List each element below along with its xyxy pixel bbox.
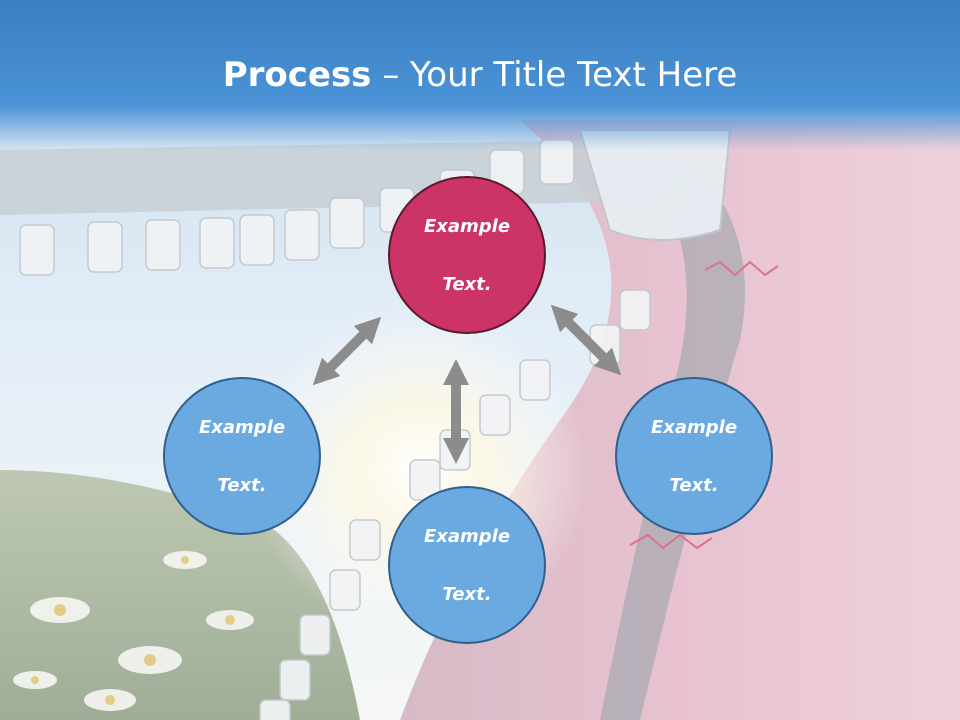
- title-bold: Process: [222, 55, 372, 95]
- node-right-line1: Example: [650, 416, 738, 438]
- node-bottom-line1: Example: [423, 525, 511, 547]
- node-top-line1: Example: [423, 215, 511, 237]
- title-band: [0, 0, 960, 150]
- slide-title: Process – Your Title Text Here: [0, 52, 960, 98]
- node-top-line2: Text.: [442, 273, 492, 295]
- arrow-top-left: [312, 316, 382, 386]
- title-rest: – Your Title Text Here: [371, 55, 738, 95]
- node-right-line2: Text.: [669, 474, 719, 496]
- node-left-line1: Example: [198, 416, 286, 438]
- node-left-line2: Text.: [217, 474, 267, 496]
- node-bottom-line2: Text.: [442, 583, 492, 605]
- arrow-top-right: [550, 304, 622, 376]
